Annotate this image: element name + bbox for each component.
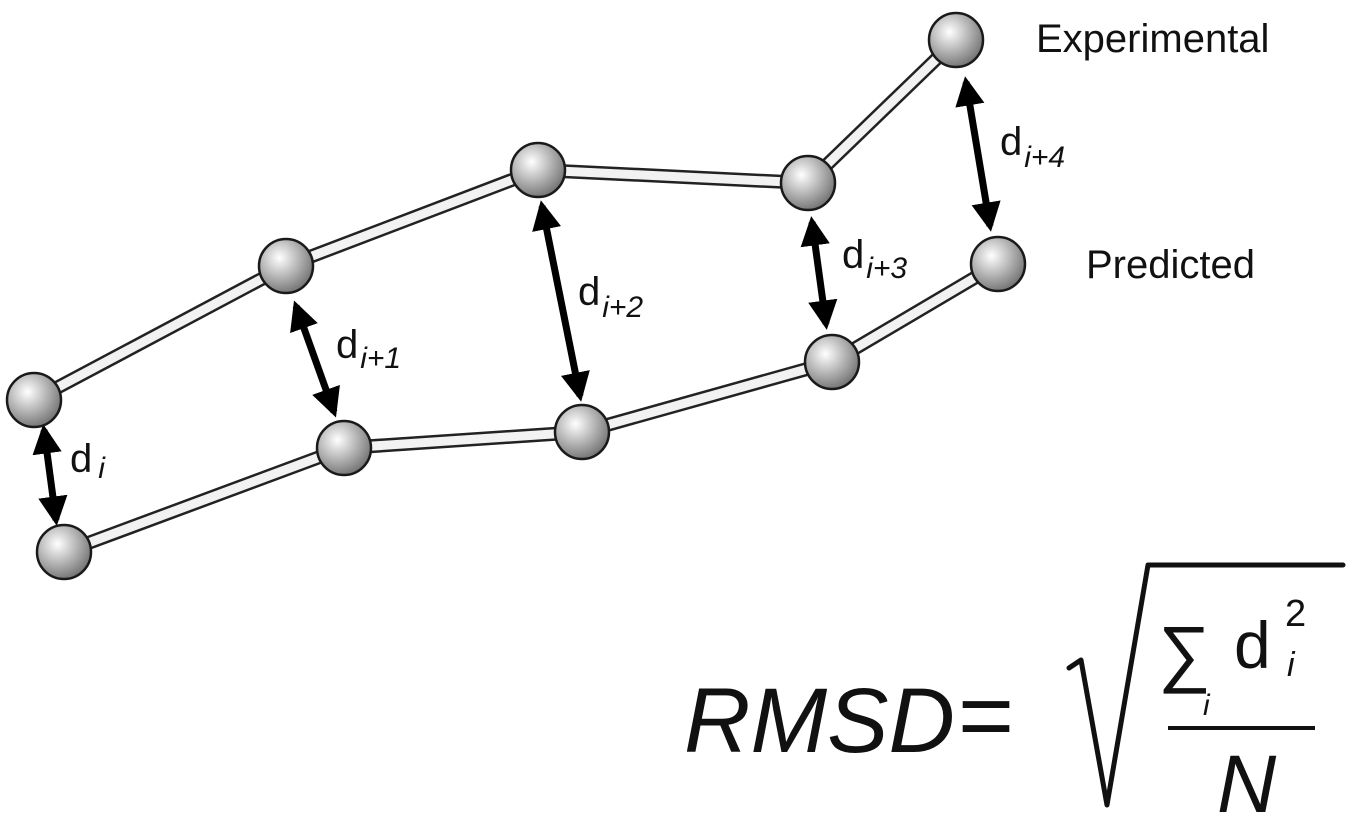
distance-label-sub: i+4 [1024,141,1065,174]
formula-denominator: N [1217,739,1277,818]
distance-label-base: d [336,323,358,367]
atoms [5,11,1027,581]
distance-label-base: d [842,233,864,277]
formula-sum-index: i [1203,689,1211,722]
distance-label-sub: i+1 [360,342,401,375]
formula-term-exp: 2 [1285,593,1306,635]
distance-label-i4: di+4 [1000,120,1065,174]
experimental-bonds [30,34,961,407]
distance-arrow [955,76,1001,232]
formula-sum-symbol: ∑ [1158,611,1211,694]
distance-arrow [290,300,340,418]
formula-lhs: RMSD [684,670,955,772]
experimental-bond [31,262,289,404]
square-root-sign [1066,562,1346,808]
predicted-atom [969,235,1027,293]
distance-arrows [32,76,1001,526]
predicted-bond [62,443,346,557]
distance-label-sub: i [98,452,106,485]
experimental-atom [927,11,985,69]
experimental-atom [509,141,567,199]
distance-label-base: d [1000,120,1022,164]
distance-arrow [532,200,590,402]
distance-label-base: d [70,437,92,481]
predicted-bond [580,357,834,437]
distance-label-i2: di+2 [578,270,643,324]
formula-term-base: d [1234,608,1271,682]
distance-label-sub: i+3 [866,252,907,285]
experimental-atom [779,154,837,212]
predicted-atom [315,419,373,477]
formula-term-sub: i [1287,646,1296,684]
distance-label-sub: i+2 [602,291,643,324]
predicted-label: Predicted [1086,243,1255,287]
distance-label-i1: di+1 [336,323,401,375]
formula-equals: = [958,662,1014,769]
distance-label-base: d [578,270,600,314]
distance-arrow [800,216,838,330]
predicted-atom [35,523,93,581]
rmsd-formula: RMSD = ∑ i d 2 i N [684,562,1346,818]
experimental-atom [257,237,315,295]
predicted-atom [553,403,611,461]
predicted-atom [803,333,861,391]
predicted-bond [343,427,583,453]
experimental-bond [804,36,960,187]
distance-label-i3: di+3 [842,233,907,285]
experimental-label: Experimental [1036,17,1269,61]
distance-arrow [32,424,68,526]
experimental-bond [284,165,540,271]
experimental-atom [5,371,63,429]
experimental-bond [537,165,809,188]
predicted-bonds [61,257,1002,559]
predicted-bond [829,260,1001,366]
